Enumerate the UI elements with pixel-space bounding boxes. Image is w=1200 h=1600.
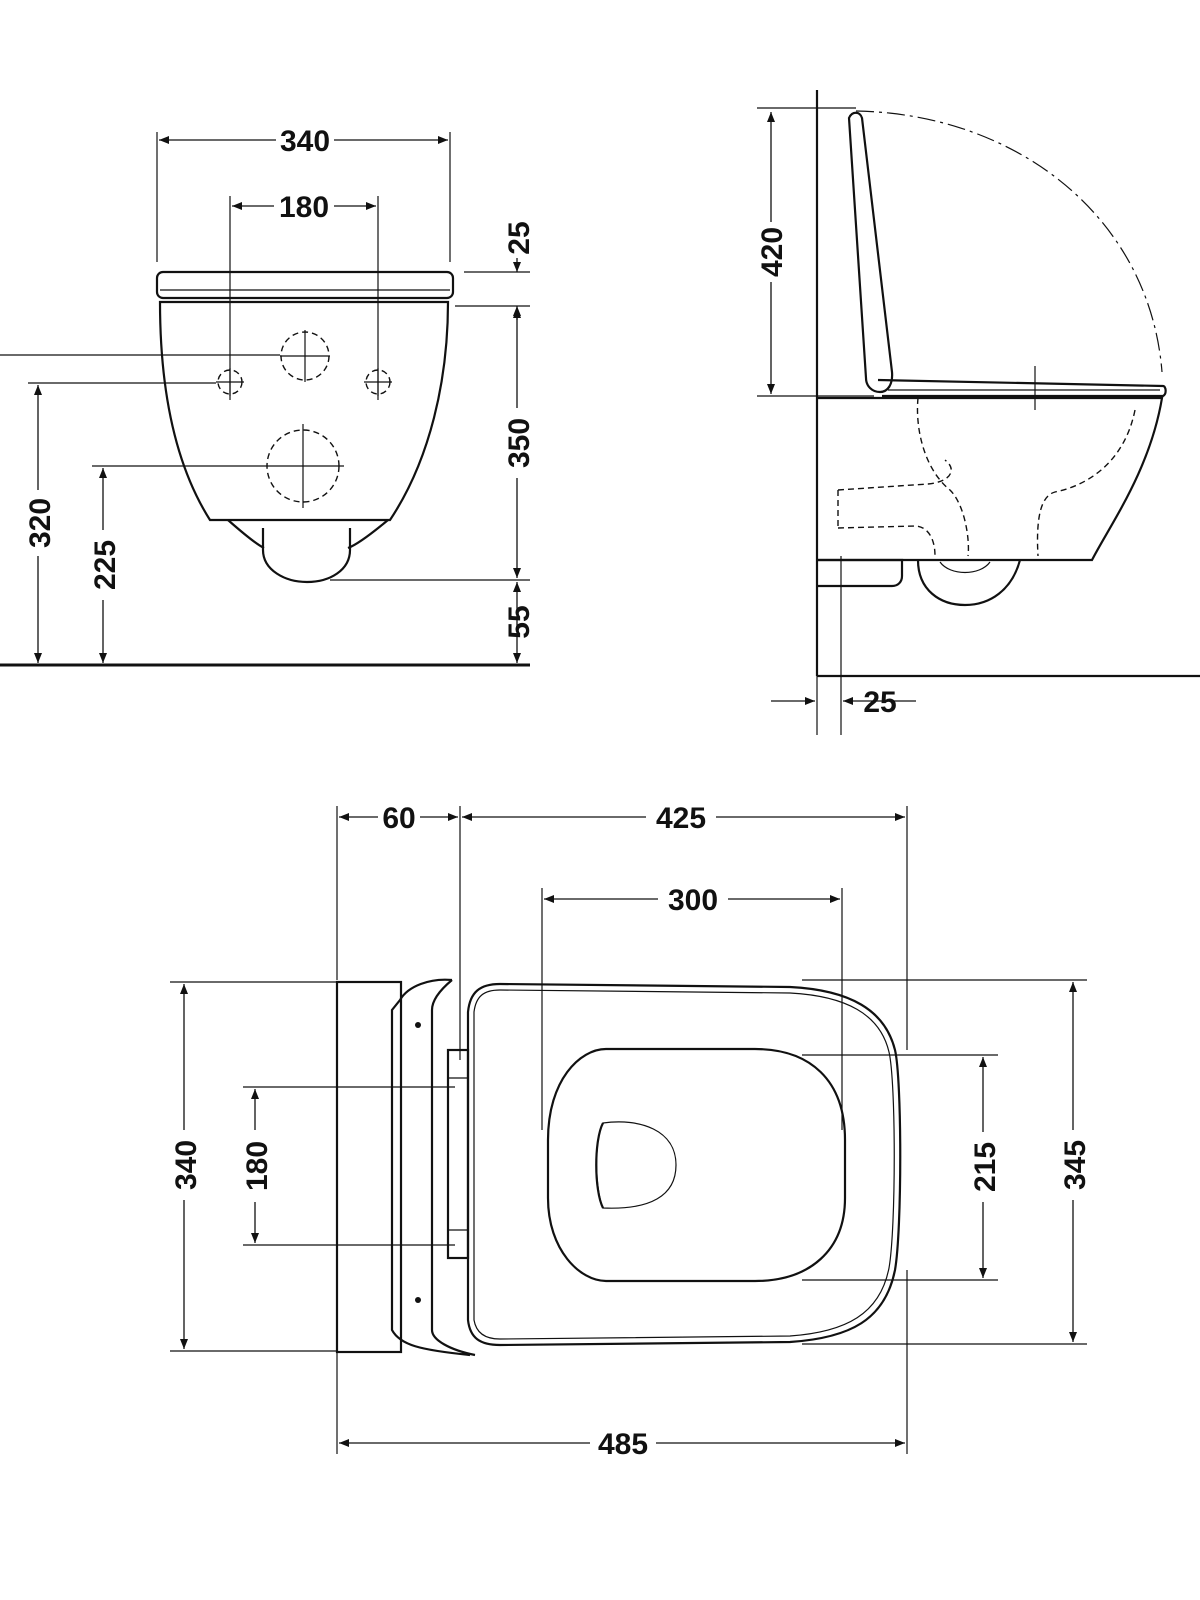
front-dim-width: 340 [280,125,330,158]
top-dim-setback: 60 [382,802,415,835]
top-seat [466,982,902,1347]
front-outlet-hole [262,424,344,508]
top-hinge [390,978,476,1357]
front-dim-seat: 25 [503,221,536,254]
side-dim-wall-offset: 25 [863,686,896,719]
front-seat [155,270,455,300]
top-dim-fixing: 180 [241,1141,274,1191]
front-dim-bolt-height: 320 [24,498,57,548]
side-lid-swing-arc [855,110,1163,373]
side-trapway-dashed [837,397,1136,557]
top-dim-width-back: 340 [170,1140,203,1190]
front-dim-fixing: 180 [279,191,329,224]
front-dim-outlet-height: 225 [89,540,122,590]
top-dim-width-seat: 345 [1059,1140,1092,1190]
top-view: 60 425 300 485 340 180 215 345 [170,802,1092,1461]
front-dim-bowl-height: 350 [503,418,536,468]
top-wall-block [335,980,403,1354]
front-dim-gap: 55 [503,605,536,638]
side-seat [877,378,1167,398]
top-water-spot [596,1121,677,1209]
top-dim-opening-length: 300 [668,884,718,917]
side-trap [916,559,1022,607]
front-bowl [158,300,450,522]
side-view: 420 25 [756,90,1200,735]
front-outlet-bulge [227,519,389,550]
side-bowl [817,396,1164,562]
side-dim-lid-height: 420 [756,227,789,277]
front-view: 340 180 25 350 55 320 225 [0,125,536,667]
top-dim-opening-width: 215 [969,1142,1002,1192]
top-dim-overall-length: 485 [598,1428,648,1461]
front-hole-top [280,330,330,382]
top-dim-projection: 425 [656,802,706,835]
top-bowl-opening [546,1047,847,1283]
side-lid [847,111,894,394]
